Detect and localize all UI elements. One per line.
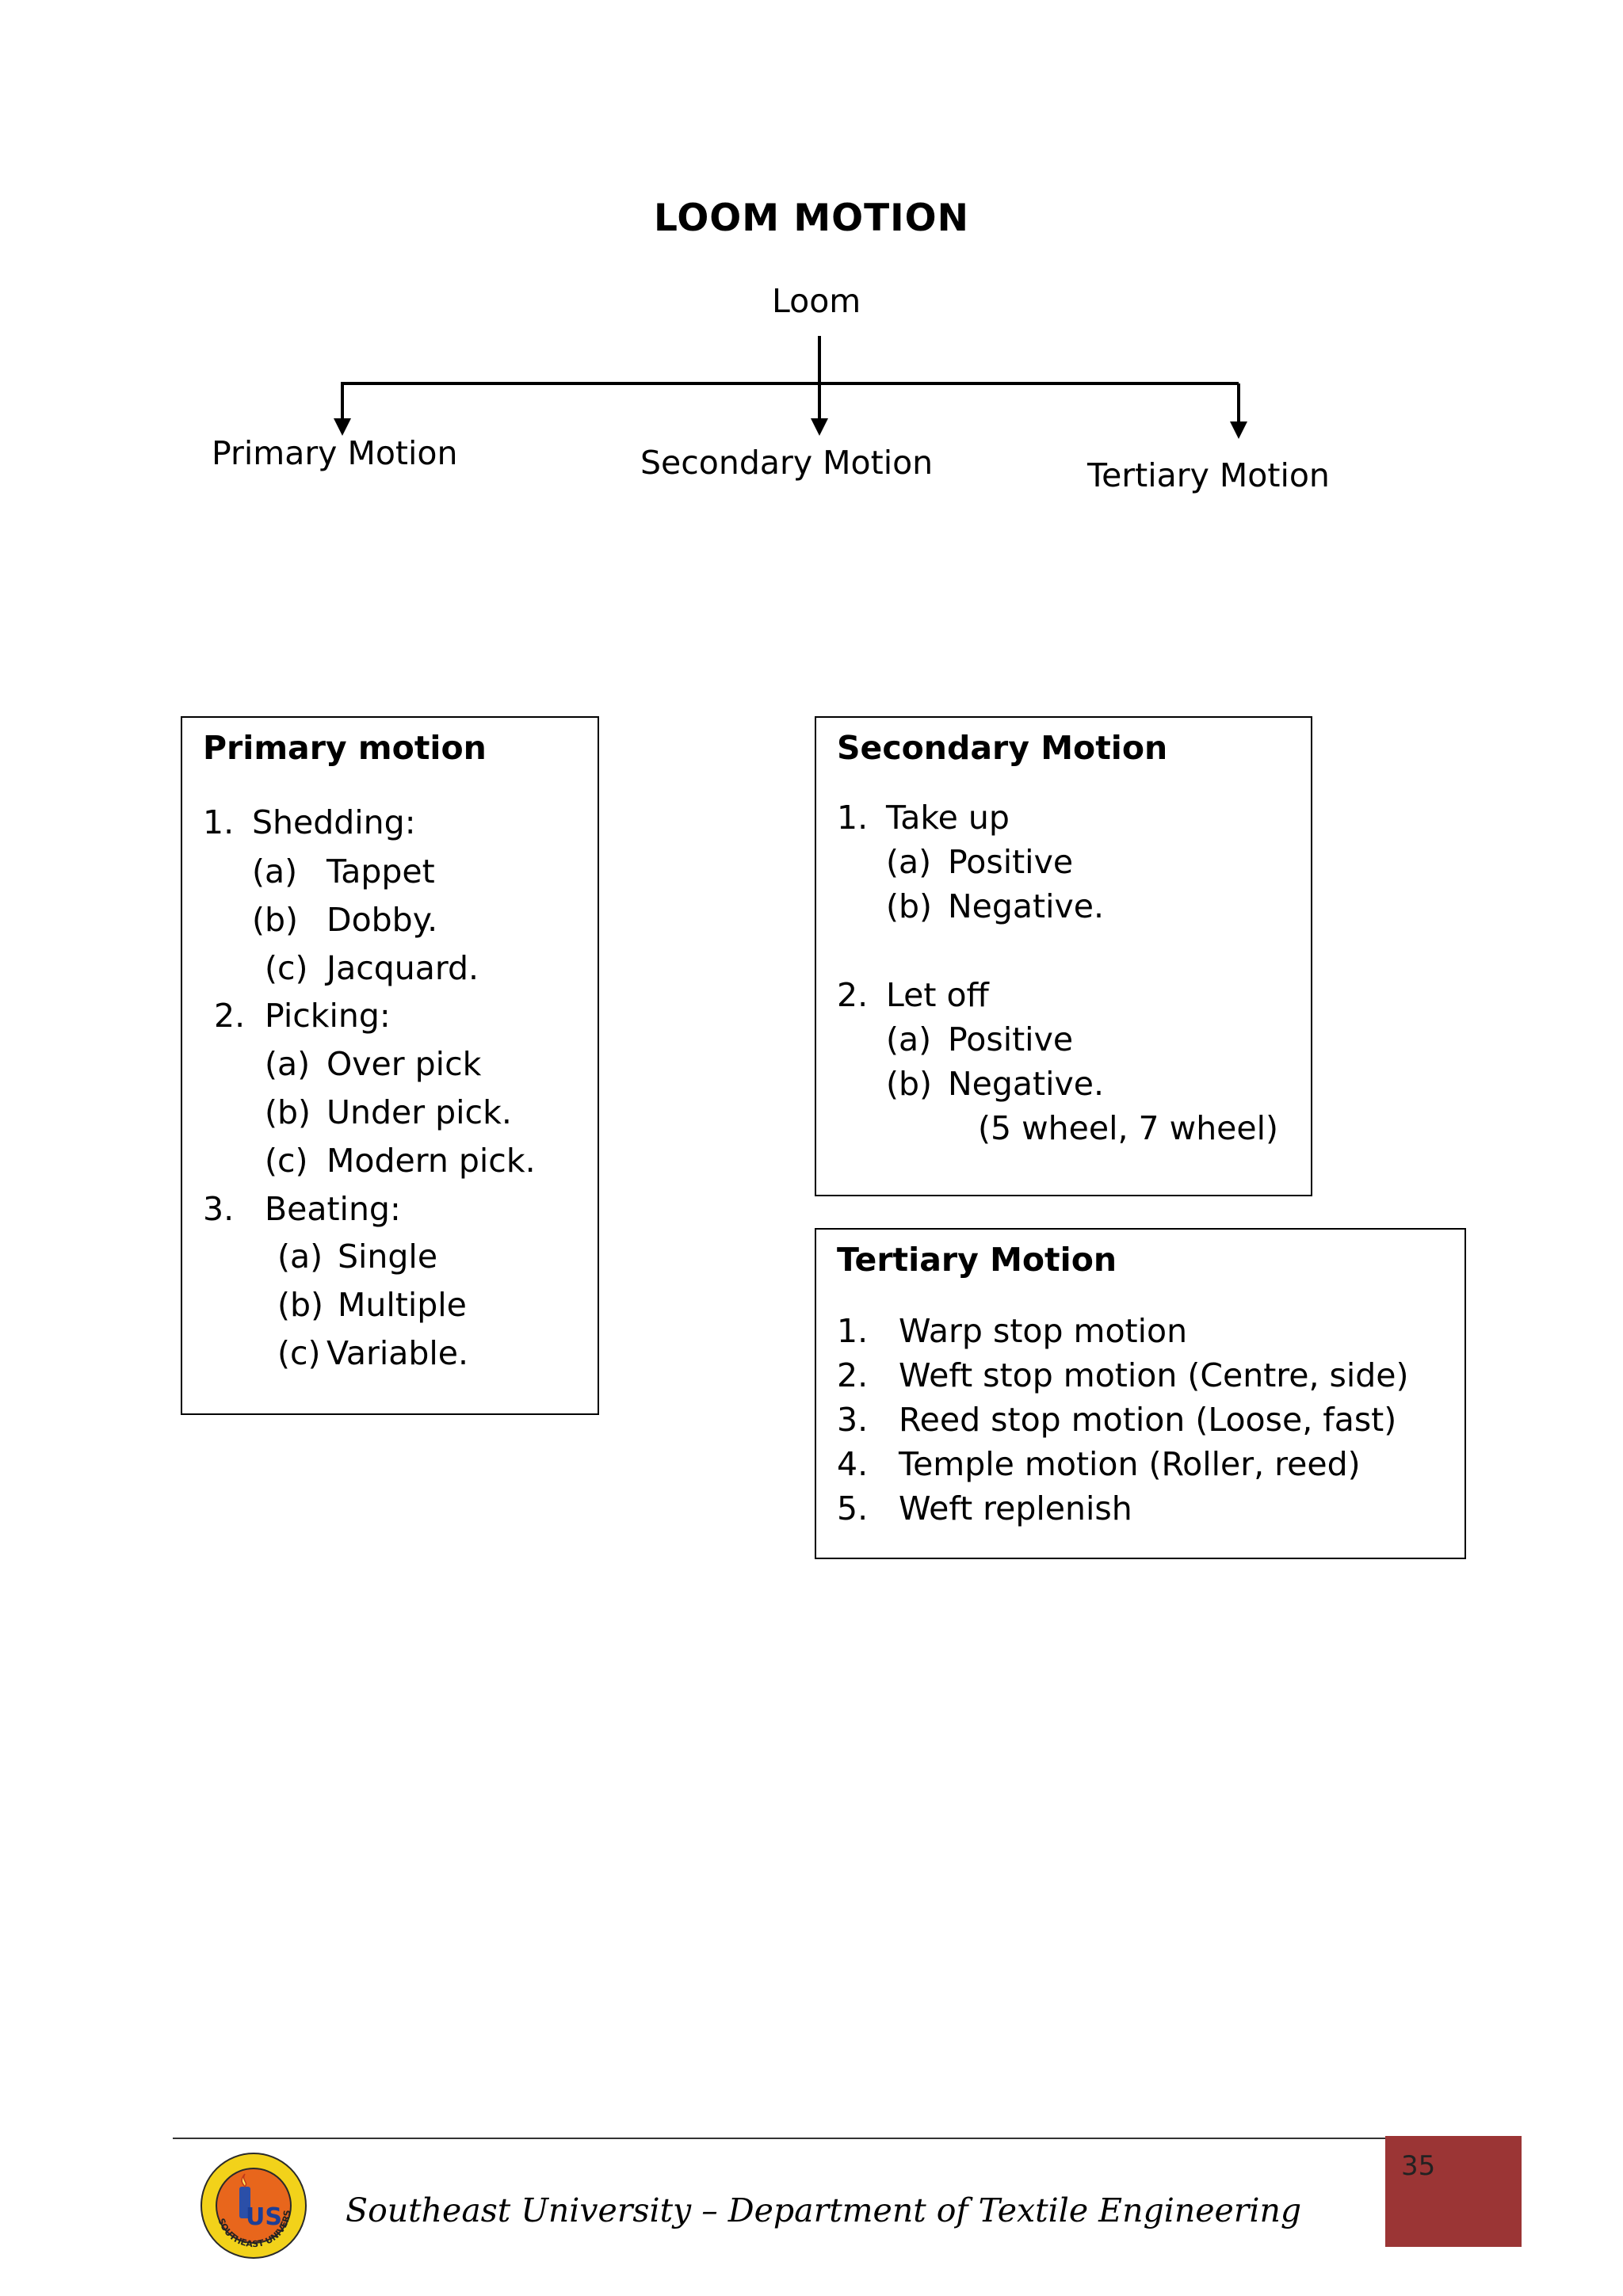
primary-item-1c-num: (c) bbox=[265, 949, 308, 987]
page-number: 35 bbox=[1401, 2150, 1436, 2182]
secondary-motion-box bbox=[815, 716, 1312, 1196]
secondary-item-1a-num: (a) bbox=[886, 843, 932, 881]
primary-item-2-num: 2. bbox=[214, 997, 246, 1035]
tertiary-item-1: Warp stop motion bbox=[899, 1312, 1188, 1350]
primary-motion-box bbox=[181, 716, 599, 1415]
tertiary-item-2: Weft stop motion (Centre, side) bbox=[899, 1356, 1409, 1394]
tertiary-motion-box bbox=[815, 1228, 1466, 1559]
primary-item-3-num: 3. bbox=[203, 1190, 235, 1228]
tertiary-item-4: Temple motion (Roller, reed) bbox=[899, 1445, 1361, 1483]
tertiary-item-1-num: 1. bbox=[837, 1312, 869, 1350]
tree-root-label: Loom bbox=[772, 282, 861, 320]
secondary-item-2a: Positive bbox=[948, 1020, 1074, 1058]
primary-item-2a: Over pick bbox=[327, 1045, 482, 1083]
secondary-item-1: Take up bbox=[886, 799, 1010, 837]
primary-item-2: Picking: bbox=[265, 997, 391, 1035]
primary-item-3: Beating: bbox=[265, 1190, 401, 1228]
secondary-item-2b: Negative. bbox=[948, 1065, 1105, 1103]
secondary-item-2b-num: (b) bbox=[886, 1065, 933, 1103]
tertiary-item-5-num: 5. bbox=[837, 1489, 869, 1527]
primary-item-3b: Multiple bbox=[338, 1286, 467, 1324]
primary-item-1c: Jacquard. bbox=[327, 949, 479, 987]
arrow-tertiary bbox=[1230, 421, 1247, 439]
tertiary-item-2-num: 2. bbox=[837, 1356, 869, 1394]
primary-item-3a: Single bbox=[338, 1238, 438, 1276]
tree-node-secondary: Secondary Motion bbox=[640, 444, 934, 482]
primary-item-3c: Variable. bbox=[327, 1334, 469, 1372]
tertiary-box-heading: Tertiary Motion bbox=[837, 1241, 1117, 1279]
primary-item-1a: Tappet bbox=[327, 852, 435, 891]
primary-item-2b-num: (b) bbox=[265, 1093, 311, 1131]
footer-rule bbox=[173, 2138, 1393, 2139]
primary-item-2a-num: (a) bbox=[265, 1045, 311, 1083]
tree-node-tertiary: Tertiary Motion bbox=[1087, 456, 1330, 494]
primary-item-1b: Dobby. bbox=[327, 901, 438, 939]
primary-box-heading: Primary motion bbox=[203, 729, 487, 767]
page-title: LOOM MOTION bbox=[654, 196, 969, 240]
secondary-item-1b-num: (b) bbox=[886, 887, 933, 925]
arrow-secondary bbox=[811, 418, 828, 436]
tertiary-item-5: Weft replenish bbox=[899, 1489, 1132, 1527]
primary-item-1: Shedding: bbox=[252, 803, 416, 841]
tertiary-item-3-num: 3. bbox=[837, 1401, 869, 1439]
loom-motion-diagram bbox=[334, 336, 1247, 439]
tree-node-primary: Primary Motion bbox=[212, 434, 458, 472]
primary-item-2c-num: (c) bbox=[265, 1142, 308, 1180]
primary-item-1-num: 1. bbox=[203, 803, 235, 841]
secondary-item-2: Let off bbox=[886, 976, 989, 1014]
primary-item-3a-num: (a) bbox=[277, 1238, 323, 1276]
primary-item-3c-num: (c) bbox=[277, 1334, 321, 1372]
tertiary-item-3: Reed stop motion (Loose, fast) bbox=[899, 1401, 1397, 1439]
secondary-item-2a-num: (a) bbox=[886, 1020, 932, 1058]
connector-lines bbox=[341, 336, 1240, 423]
footer-text: Southeast University – Department of Tex… bbox=[346, 2191, 1302, 2229]
secondary-item-1-num: 1. bbox=[837, 799, 869, 837]
tertiary-item-4-num: 4. bbox=[837, 1445, 869, 1483]
secondary-item-1b: Negative. bbox=[948, 887, 1105, 925]
primary-item-2c: Modern pick. bbox=[327, 1142, 536, 1180]
svg-text:US: US bbox=[246, 2203, 282, 2231]
primary-item-3b-num: (b) bbox=[277, 1286, 324, 1324]
arrow-primary bbox=[334, 418, 351, 436]
primary-item-1a-num: (a) bbox=[252, 852, 298, 891]
page-number-box bbox=[1385, 2136, 1522, 2247]
primary-item-2b: Under pick. bbox=[327, 1093, 512, 1131]
secondary-item-2b-note: (5 wheel, 7 wheel) bbox=[978, 1109, 1279, 1147]
university-logo: SOUTHEAST UNIVERSITY US bbox=[200, 2152, 307, 2259]
arrowheads bbox=[334, 418, 1247, 439]
secondary-item-1a: Positive bbox=[948, 843, 1074, 881]
secondary-box-heading: Secondary Motion bbox=[837, 729, 1168, 767]
primary-item-1b-num: (b) bbox=[252, 901, 299, 939]
secondary-item-2-num: 2. bbox=[837, 976, 869, 1014]
